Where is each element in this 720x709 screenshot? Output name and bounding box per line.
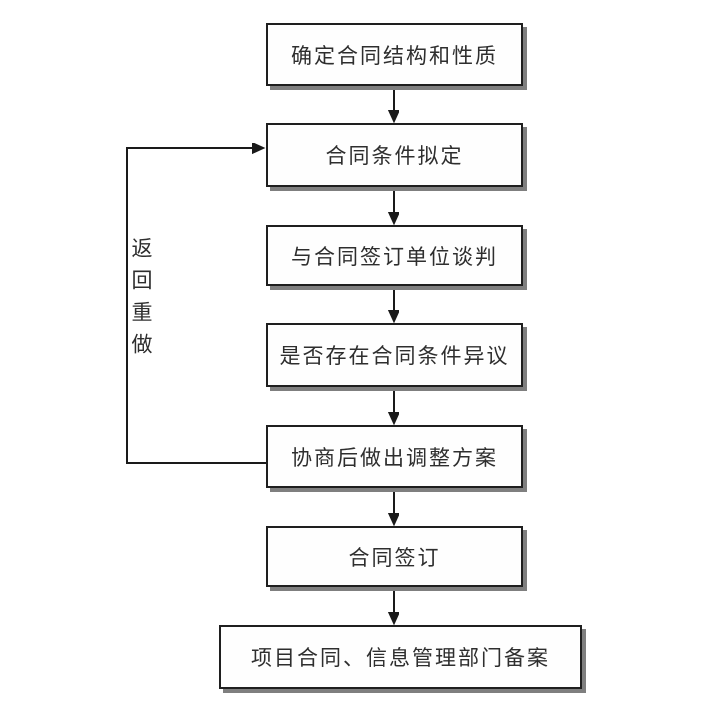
step-label: 确定合同结构和性质 bbox=[291, 43, 498, 68]
feedback-loop-arrow bbox=[126, 148, 266, 464]
step-label: 项目合同、信息管理部门备案 bbox=[251, 646, 550, 670]
step-check-term-objections: 是否存在合同条件异议 bbox=[266, 323, 523, 387]
step-label: 是否存在合同条件异议 bbox=[279, 344, 510, 368]
step-label: 与合同签订单位谈判 bbox=[291, 244, 498, 269]
step-negotiate-with-signing-party: 与合同签订单位谈判 bbox=[266, 225, 523, 286]
step-label: 协商后做出调整方案 bbox=[291, 445, 498, 470]
step-make-adjustment-plan: 协商后做出调整方案 bbox=[266, 425, 523, 488]
step-sign-contract: 合同签订 bbox=[266, 526, 523, 587]
step-determine-contract-structure: 确定合同结构和性质 bbox=[266, 23, 523, 86]
feedback-loop-label: 返回重做 bbox=[129, 237, 153, 365]
step-label: 合同签订 bbox=[348, 545, 441, 570]
step-draft-contract-terms: 合同条件拟定 bbox=[266, 123, 523, 187]
step-file-with-management-departments: 项目合同、信息管理部门备案 bbox=[219, 625, 582, 689]
step-label: 合同条件拟定 bbox=[325, 144, 464, 168]
